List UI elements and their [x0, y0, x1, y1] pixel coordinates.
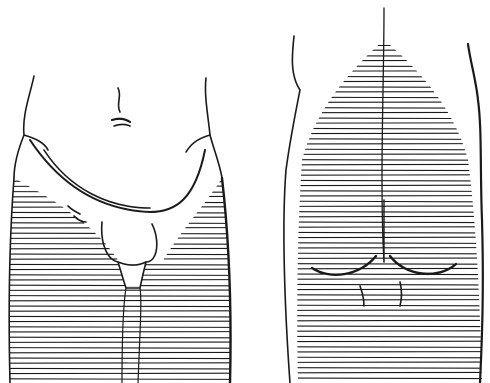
back-hatch-line [280, 243, 490, 244]
back-hatch-line [280, 232, 490, 233]
back-hatch-line [280, 253, 490, 254]
back-hatch-line [280, 222, 490, 223]
front-hatch-line [0, 275, 240, 276]
back-hatch-line [280, 128, 490, 129]
front-hatch-line [0, 181, 240, 182]
front-view [0, 76, 240, 383]
back-hatch-line [280, 347, 490, 348]
front-hatch-line [0, 306, 240, 307]
back-hatch-line [280, 336, 490, 337]
back-hatch-line [280, 170, 490, 171]
front-hatch-line [0, 264, 240, 265]
back-hatch-line [280, 180, 490, 181]
back-hatch-line [280, 264, 490, 265]
back-hatch-line [280, 76, 490, 77]
front-hatch-line [0, 368, 240, 369]
back-hatch-line [280, 316, 490, 317]
front-hatch-line [0, 358, 240, 359]
front-hatch-line [0, 192, 240, 193]
back-hatch-line [280, 139, 490, 140]
back-hatch-line [280, 56, 490, 57]
back-hatch-line [280, 149, 490, 150]
back-hatch-line [280, 378, 490, 379]
back-hatch-line [280, 97, 490, 98]
back-hatching [280, 40, 490, 379]
back-hatch-line [280, 191, 490, 192]
back-hatch-line [280, 87, 490, 88]
front-hatch-line [0, 348, 240, 349]
front-hatch-line [0, 244, 240, 245]
back-hatch-line [280, 160, 490, 161]
front-hatch-line [0, 212, 240, 213]
back-hatch-line [280, 284, 490, 285]
front-hatch-line [0, 296, 240, 297]
back-view [280, 8, 490, 383]
front-hatch-line [0, 223, 240, 224]
back-hatch-line [280, 357, 490, 358]
back-hatch-line [280, 108, 490, 109]
back-hatch-line [280, 326, 490, 327]
front-hatch-line [0, 233, 240, 234]
back-hatch-line [280, 66, 490, 67]
front-hatch-line [0, 285, 240, 286]
front-hatch-line [0, 316, 240, 317]
back-hatch-line [280, 368, 490, 369]
back-hatch-line [280, 295, 490, 296]
front-hatch-line [0, 337, 240, 338]
back-hatch-line [280, 274, 490, 275]
front-hatch-line [0, 202, 240, 203]
front-hatching [0, 176, 240, 380]
back-hatch-line [280, 118, 490, 119]
front-hatch-line [0, 379, 240, 380]
back-hatch-line [280, 201, 490, 202]
front-hatch-line [0, 254, 240, 255]
front-hatch-line [0, 327, 240, 328]
back-hatch-line [280, 212, 490, 213]
back-hatch-line [280, 305, 490, 306]
back-hatch-line [280, 45, 490, 46]
